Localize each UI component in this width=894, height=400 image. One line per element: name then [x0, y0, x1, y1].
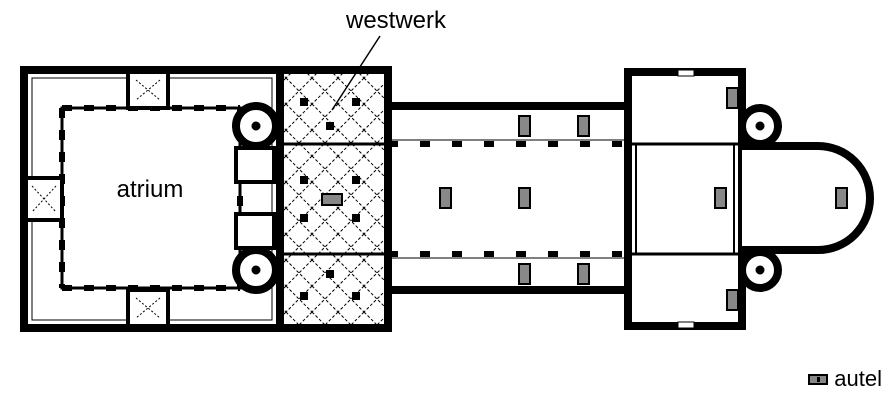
westwerk-label: westwerk [345, 7, 447, 34]
legend-altar-label: autel [834, 366, 882, 391]
altar-westwerk [321, 193, 343, 206]
altar-icon [808, 373, 829, 385]
nave-block [384, 102, 632, 294]
atrium-label: atrium [117, 176, 184, 203]
gate-bottom [126, 288, 170, 328]
nave-altars [439, 115, 590, 285]
westwerk-annotation: westwerk [331, 7, 447, 111]
westwerk-block [276, 66, 392, 332]
transept-block [624, 68, 746, 330]
choir-apse [742, 142, 874, 254]
gate-top [126, 70, 170, 110]
gate-west [24, 176, 64, 222]
stair-towers [232, 102, 782, 294]
legend: autel [808, 366, 882, 392]
